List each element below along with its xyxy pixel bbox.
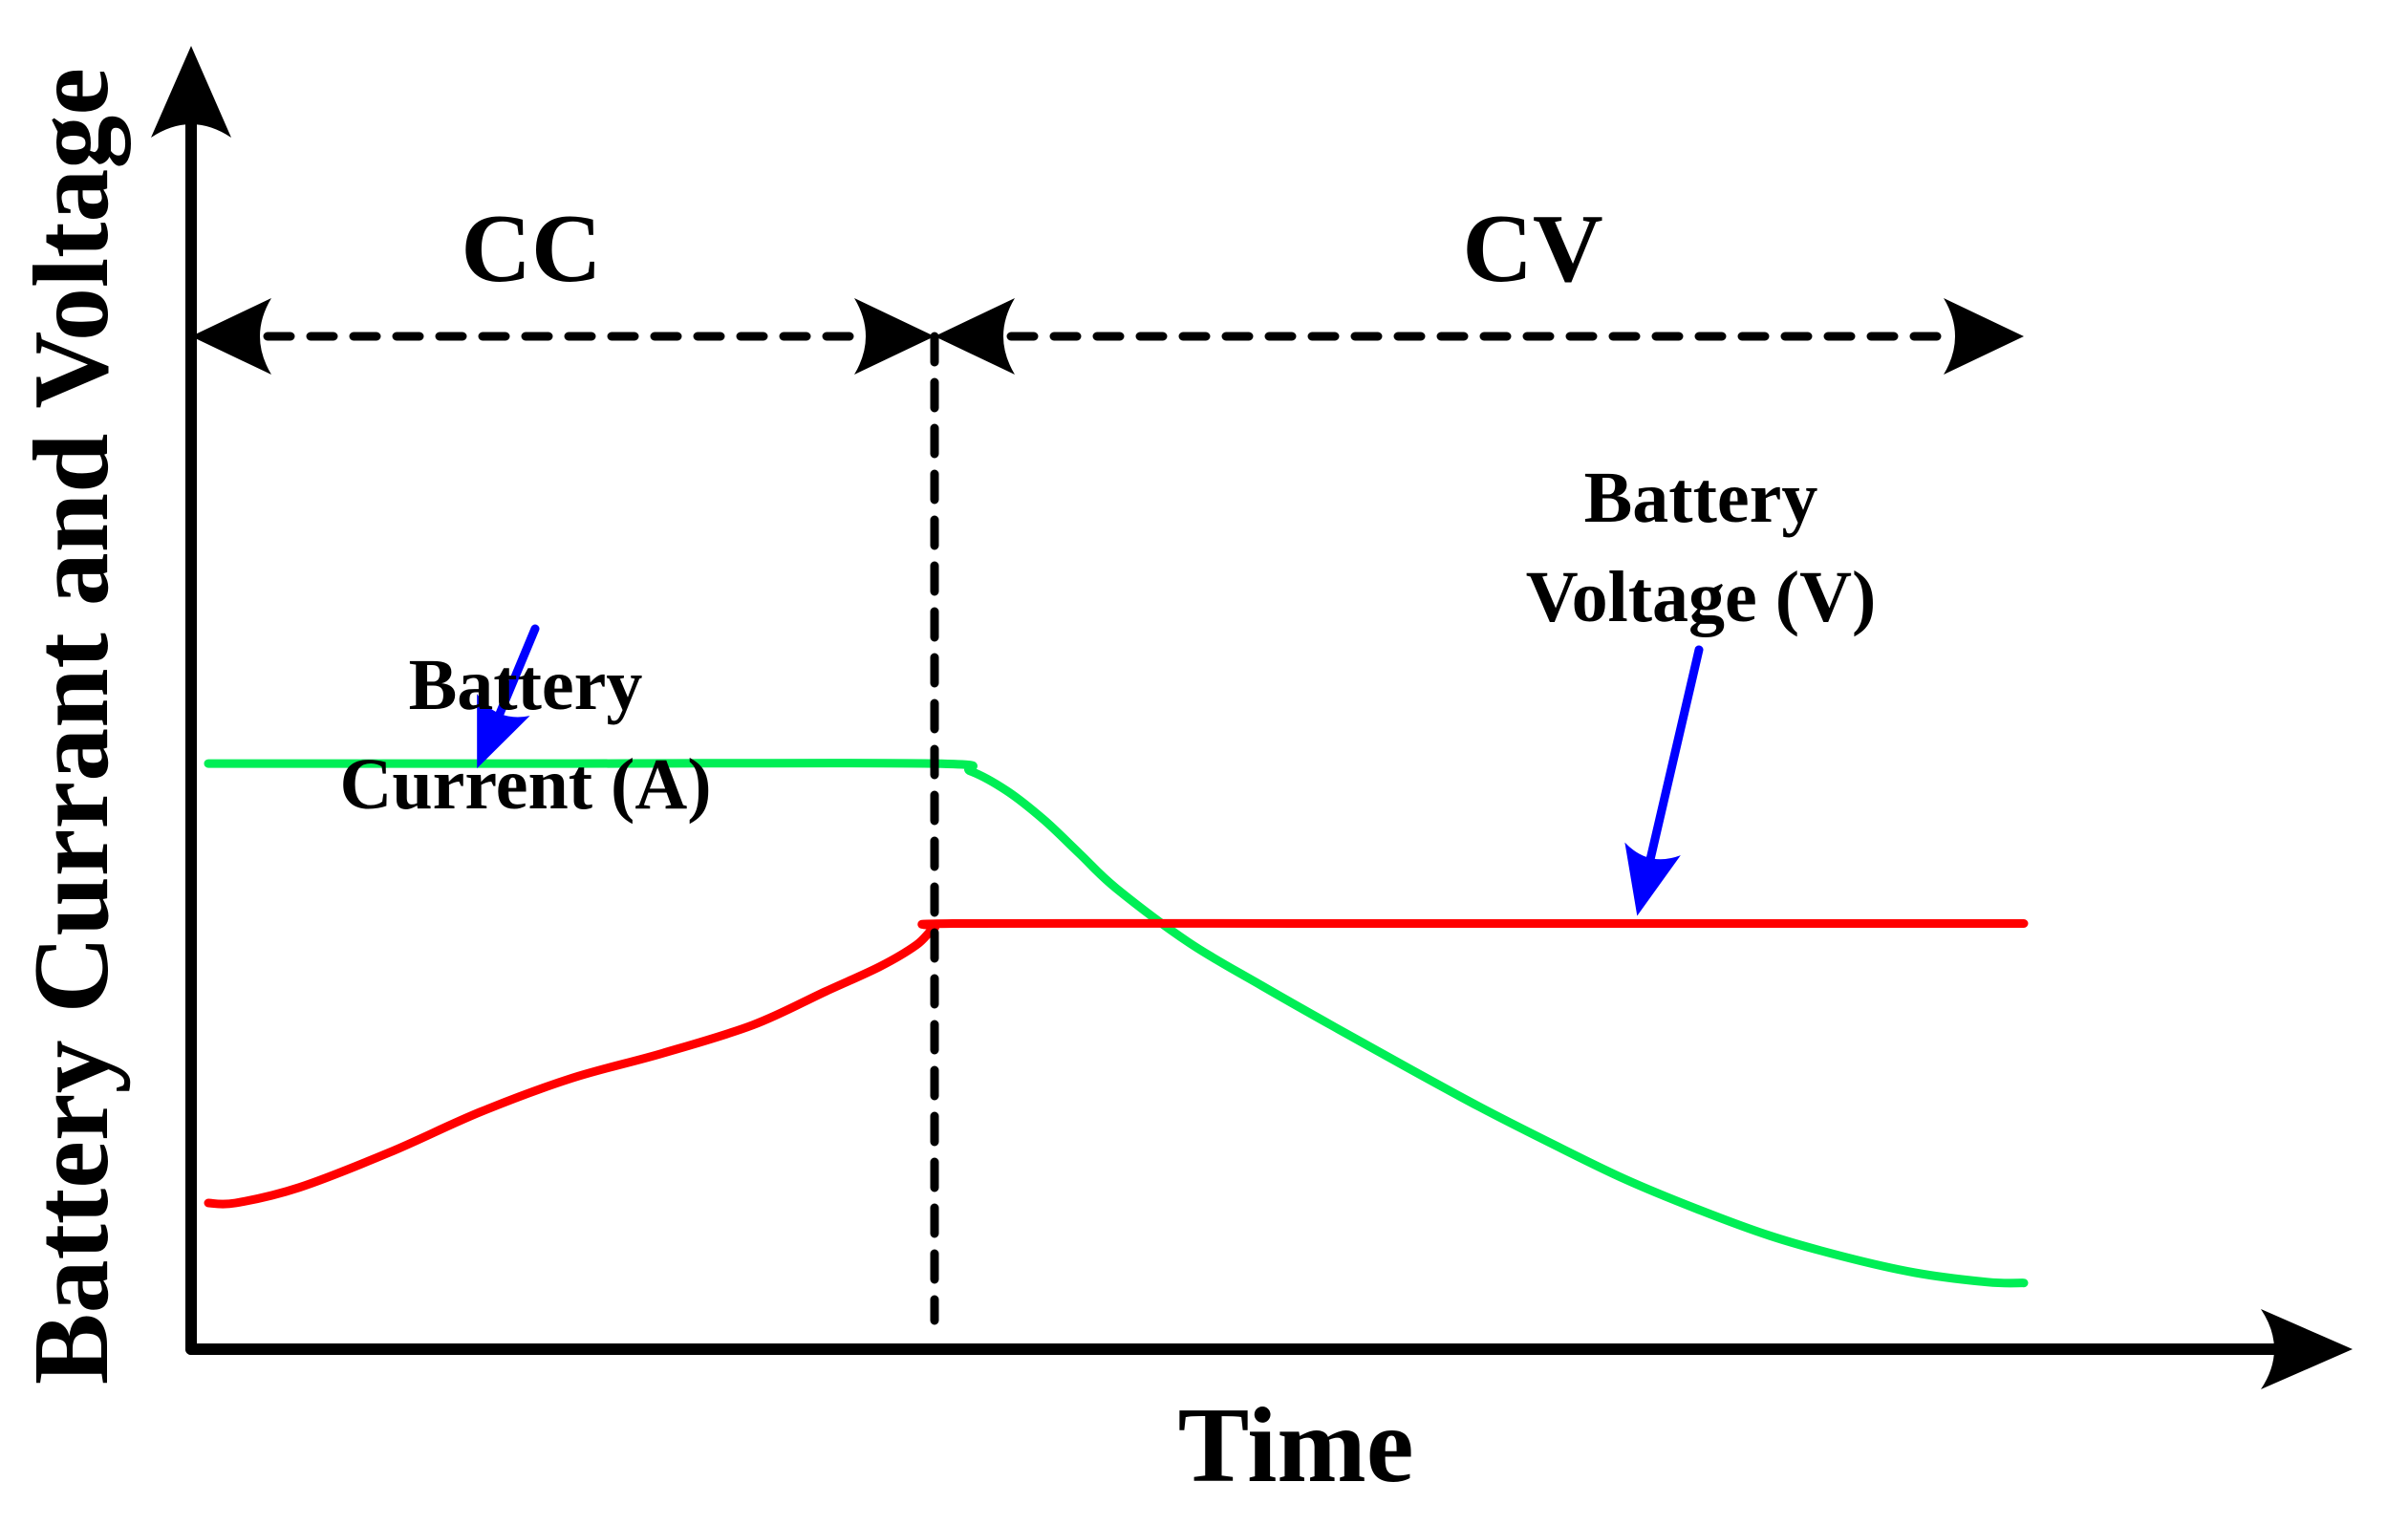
x-axis-title: Time [1178, 1386, 1414, 1505]
series-layer [204, 759, 2029, 1288]
current-pointer-arrow-shaft [491, 624, 540, 729]
voltage-pointer-arrow-shaft [1644, 645, 1704, 873]
phase-layer [191, 298, 2024, 1325]
axes-layer [151, 46, 2353, 1389]
voltage-pointer-arrow-head [1624, 842, 1681, 916]
voltage-series-label-line2: Voltage (V) [1526, 557, 1877, 637]
current-series-label-line1: Battery [409, 645, 643, 725]
x-axis-arrowhead [2261, 1309, 2353, 1389]
text-layer: Time Battery Currant and Voltage CC CV B… [12, 68, 1876, 1505]
cv-span-right-arrowhead [1944, 298, 2024, 375]
voltage-series-line [204, 918, 2029, 1209]
voltage-series-label-line1: Battery [1584, 458, 1818, 538]
current-pointer-arrow-head [477, 694, 530, 769]
current-series-line [204, 759, 2029, 1288]
y-axis-arrowhead [151, 46, 231, 138]
cc-span-right-arrowhead [854, 298, 935, 375]
current-series-label-line2: Current (A) [339, 744, 711, 825]
cv-span-left-arrowhead [935, 298, 1015, 375]
cc-span-left-arrowhead [191, 298, 271, 375]
phase-label-cv: CV [1462, 195, 1602, 303]
y-axis-title: Battery Currant and Voltage [12, 68, 131, 1385]
phase-label-cc: CC [461, 195, 601, 303]
annotation-layer [477, 624, 1704, 916]
